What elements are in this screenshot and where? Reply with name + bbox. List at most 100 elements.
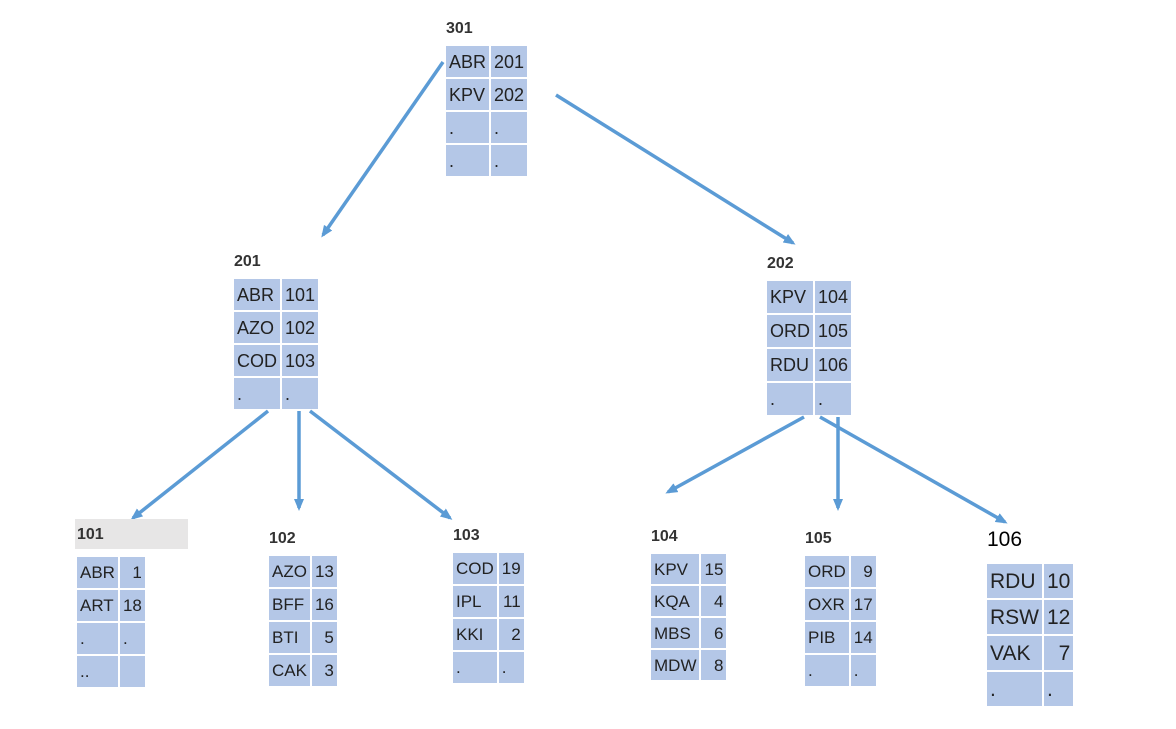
key-cell: PIB bbox=[805, 622, 849, 653]
pointer-cell: . bbox=[1044, 672, 1074, 706]
key-cell: RDU bbox=[987, 564, 1042, 598]
pointer-cell: 202 bbox=[491, 79, 528, 110]
key-cell: ABR bbox=[446, 46, 490, 77]
key-cell: OXR bbox=[805, 589, 849, 620]
table-row: .. bbox=[767, 383, 852, 415]
pointer-cell bbox=[119, 656, 145, 687]
key-cell: COD bbox=[234, 345, 280, 376]
node-label: 301 bbox=[446, 20, 473, 37]
node-label: 104 bbox=[651, 528, 678, 545]
key-cell: MBS bbox=[651, 618, 700, 648]
pointer-cell: 16 bbox=[311, 589, 337, 620]
pointer-cell: 8 bbox=[701, 650, 727, 680]
table-row: .. bbox=[234, 378, 319, 409]
pointer-cell: . bbox=[282, 378, 319, 409]
table-row: .. bbox=[446, 145, 528, 176]
pointer-cell: 2 bbox=[498, 619, 524, 650]
pointer-cell: 13 bbox=[311, 556, 337, 587]
key-cell: KPV bbox=[446, 79, 490, 110]
pointer-cell: 106 bbox=[815, 349, 852, 381]
pointer-cell: 4 bbox=[701, 586, 727, 616]
arrow-n201-cod-to-n103 bbox=[308, 409, 453, 520]
pointer-cell: 105 bbox=[815, 315, 852, 347]
key-cell: CAK bbox=[269, 655, 310, 686]
key-cell: . bbox=[446, 112, 490, 143]
node-label: 101 bbox=[77, 526, 104, 543]
pointer-cell: 104 bbox=[815, 281, 852, 313]
pointer-cell: 19 bbox=[498, 553, 524, 584]
table-row: .. bbox=[805, 655, 876, 686]
key-cell: .. bbox=[77, 656, 118, 687]
key-cell: ORD bbox=[767, 315, 813, 347]
key-cell: KPV bbox=[767, 281, 813, 313]
key-cell: BFF bbox=[269, 589, 310, 620]
table-row: .. bbox=[77, 656, 145, 687]
key-cell: . bbox=[446, 145, 490, 176]
node-label: 102 bbox=[269, 530, 296, 547]
pointer-cell: . bbox=[491, 112, 528, 143]
arrow-n202-rdu-to-n106 bbox=[819, 415, 1008, 524]
node-label: 106 bbox=[987, 528, 1023, 551]
arrow-n301-kpv-to-n202 bbox=[555, 93, 796, 245]
key-cell: MDW bbox=[651, 650, 700, 680]
key-cell: ABR bbox=[234, 279, 280, 310]
label-header-shading bbox=[75, 519, 188, 549]
pointer-cell: 5 bbox=[311, 622, 337, 653]
key-cell: AZO bbox=[269, 556, 310, 587]
pointer-cell: 12 bbox=[1044, 600, 1074, 634]
node-label: 202 bbox=[767, 255, 794, 272]
table-row: .. bbox=[987, 672, 1074, 706]
pointer-cell: 14 bbox=[850, 622, 876, 653]
key-cell: ORD bbox=[805, 556, 849, 587]
arrow-n201-abr-to-n101 bbox=[130, 409, 270, 520]
pointer-cell: 102 bbox=[282, 312, 319, 343]
key-cell: . bbox=[453, 652, 497, 683]
key-cell: AZO bbox=[234, 312, 280, 343]
pointer-cell: 103 bbox=[282, 345, 319, 376]
node-label: 103 bbox=[453, 527, 480, 544]
pointer-cell: 10 bbox=[1044, 564, 1074, 598]
key-cell: KPV bbox=[651, 554, 700, 584]
pointer-cell: 1 bbox=[119, 557, 145, 588]
key-cell: IPL bbox=[453, 586, 497, 617]
pointer-cell: 18 bbox=[119, 590, 145, 621]
pointer-cell: 11 bbox=[498, 586, 524, 617]
pointer-cell: 101 bbox=[282, 279, 319, 310]
pointer-cell: 201 bbox=[491, 46, 528, 77]
key-cell: ART bbox=[77, 590, 118, 621]
pointer-cell: . bbox=[850, 655, 876, 686]
key-cell: VAK bbox=[987, 636, 1042, 670]
pointer-cell: 17 bbox=[850, 589, 876, 620]
key-cell: . bbox=[987, 672, 1042, 706]
node-label: 105 bbox=[805, 530, 832, 547]
